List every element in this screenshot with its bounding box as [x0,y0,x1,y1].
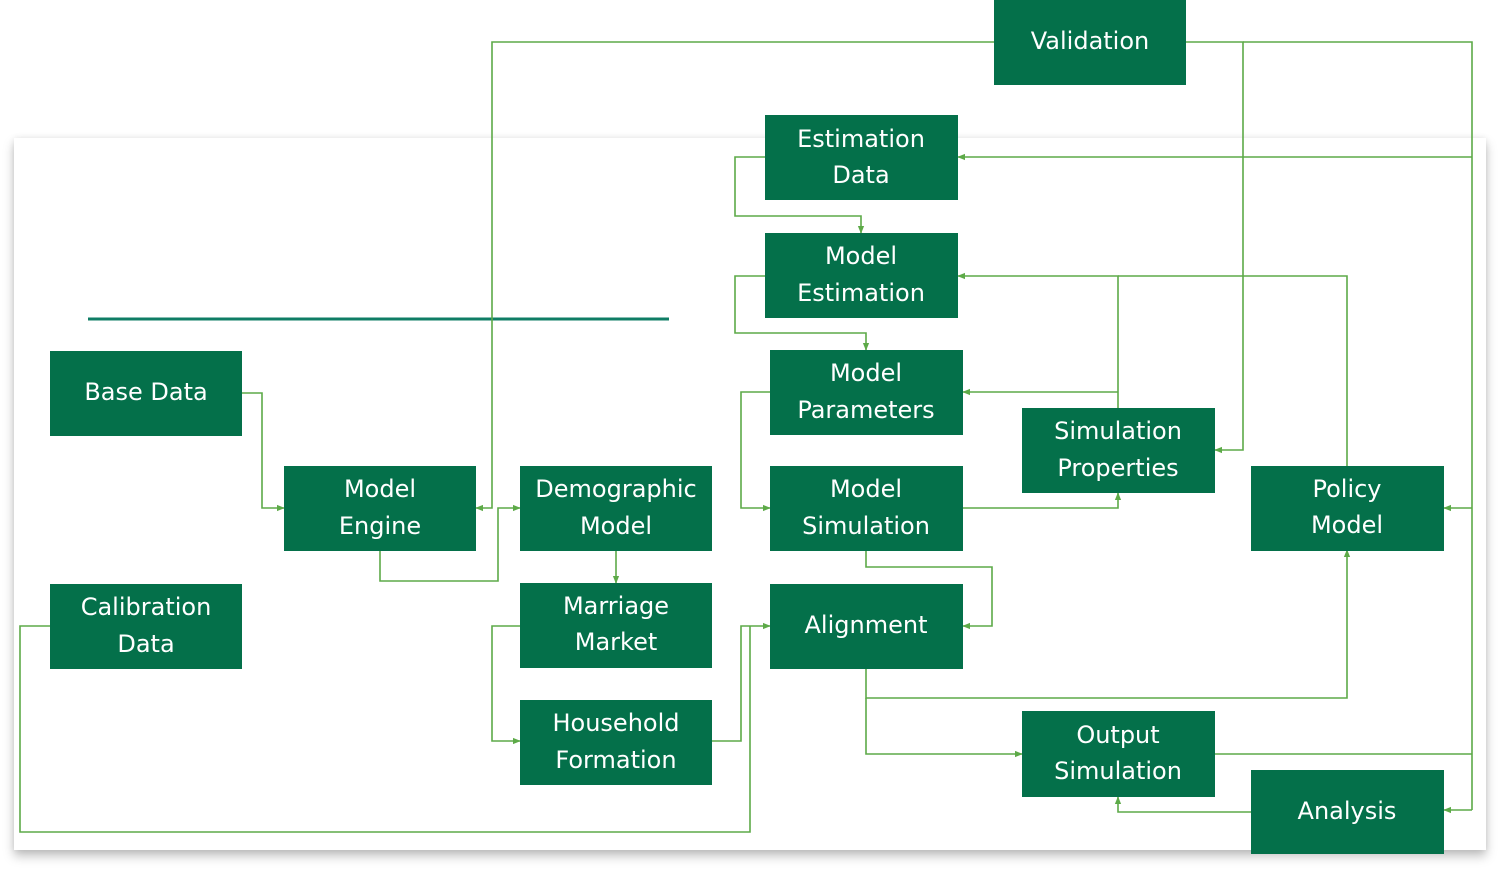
node-household-formation: Household Formation [520,700,712,785]
node-analysis-line-1: Analysis [1298,797,1397,825]
edges [19,41,1473,833]
node-estimation-data-line-1: Estimation [797,125,925,153]
edge-marriage-to-household [491,625,521,745]
node-model-estimation-line-2: Estimation [797,279,925,307]
node-demographic-model-line-2: Model [580,512,652,540]
node-model-engine: Model Engine [284,466,476,551]
edge-model-simulation-to-alignment [865,550,993,630]
node-simulation-properties: Simulation Properties [1022,408,1215,493]
edge-alignment-to-output-simulation [865,698,1023,758]
edge-model-simulation-to-simulation-properties [963,492,1122,509]
node-output-simulation-line-2: Simulation [1054,757,1182,785]
node-marriage-market-line-1: Marriage [563,592,669,620]
node-model-parameters-line-1: Model [830,359,902,387]
node-calibration-data-line-1: Calibration [81,593,212,621]
node-alignment: Alignment [770,584,963,669]
edge-model-estimation-to-parameters [734,275,870,351]
edge-model-engine-to-demographic-model [379,504,521,582]
node-analysis: Analysis [1251,770,1444,854]
edge-alignment-to-policy-model [865,549,1351,699]
node-estimation-data: Estimation Data [765,115,958,200]
node-household-formation-line-2: Formation [555,746,676,774]
node-policy-model-line-2: Model [1311,511,1383,539]
node-model-simulation: Model Simulation [770,466,963,551]
node-household-formation-line-1: Household [552,709,679,737]
node-marriage-market-line-2: Market [575,628,658,656]
node-calibration-data-line-2: Data [117,630,174,658]
node-model-parameters-line-2: Parameters [797,396,934,424]
edge-policy-to-model-estimation [1118,275,1348,466]
node-model-parameters: Model Parameters [770,350,963,435]
node-model-engine-line-1: Model [344,475,416,503]
node-simulation-properties-line-1: Simulation [1054,417,1182,445]
node-demographic-model: Demographic Model [520,466,712,551]
node-model-simulation-line-1: Model [830,475,902,503]
edge-validation-to-simulation-properties [1186,41,1244,454]
node-model-engine-line-2: Engine [339,512,421,540]
node-demographic-model-line-1: Demographic [535,475,696,503]
node-model-simulation-line-2: Simulation [802,512,930,540]
node-model-estimation-line-1: Model [825,242,897,270]
node-validation-line-1: Validation [1031,27,1150,55]
edge-validation-to-right-bus [1243,41,1473,810]
edge-simulation-properties-to-model-estimation [957,272,1119,408]
edge-parameters-to-model-simulation [740,391,771,512]
edge-base-data-to-model-engine [242,392,285,512]
node-calibration-data: Calibration Data [50,584,242,669]
node-output-simulation: Output Simulation [1022,711,1215,797]
node-base-data: Base Data [50,351,242,436]
node-validation: Validation [994,0,1186,85]
edge-validation-to-model-engine [475,41,994,512]
edge-calibration-to-alignment [19,625,751,833]
nodes: Validation Estimation Data Model Estimat… [50,0,1444,854]
node-base-data-line-1: Base Data [84,378,207,406]
node-output-simulation-line-1: Output [1076,721,1159,749]
node-simulation-properties-line-2: Properties [1057,454,1178,482]
edge-household-to-alignment [712,622,771,742]
node-policy-model: Policy Model [1251,466,1444,551]
node-alignment-line-1: Alignment [805,611,928,639]
node-policy-model-line-1: Policy [1312,475,1381,503]
node-marriage-market: Marriage Market [520,583,712,668]
node-estimation-data-line-2: Data [832,161,889,189]
node-model-estimation: Model Estimation [765,233,958,318]
edge-estimation-data-to-model-estimation [734,156,865,234]
edge-analysis-to-output-simulation [1114,796,1251,813]
